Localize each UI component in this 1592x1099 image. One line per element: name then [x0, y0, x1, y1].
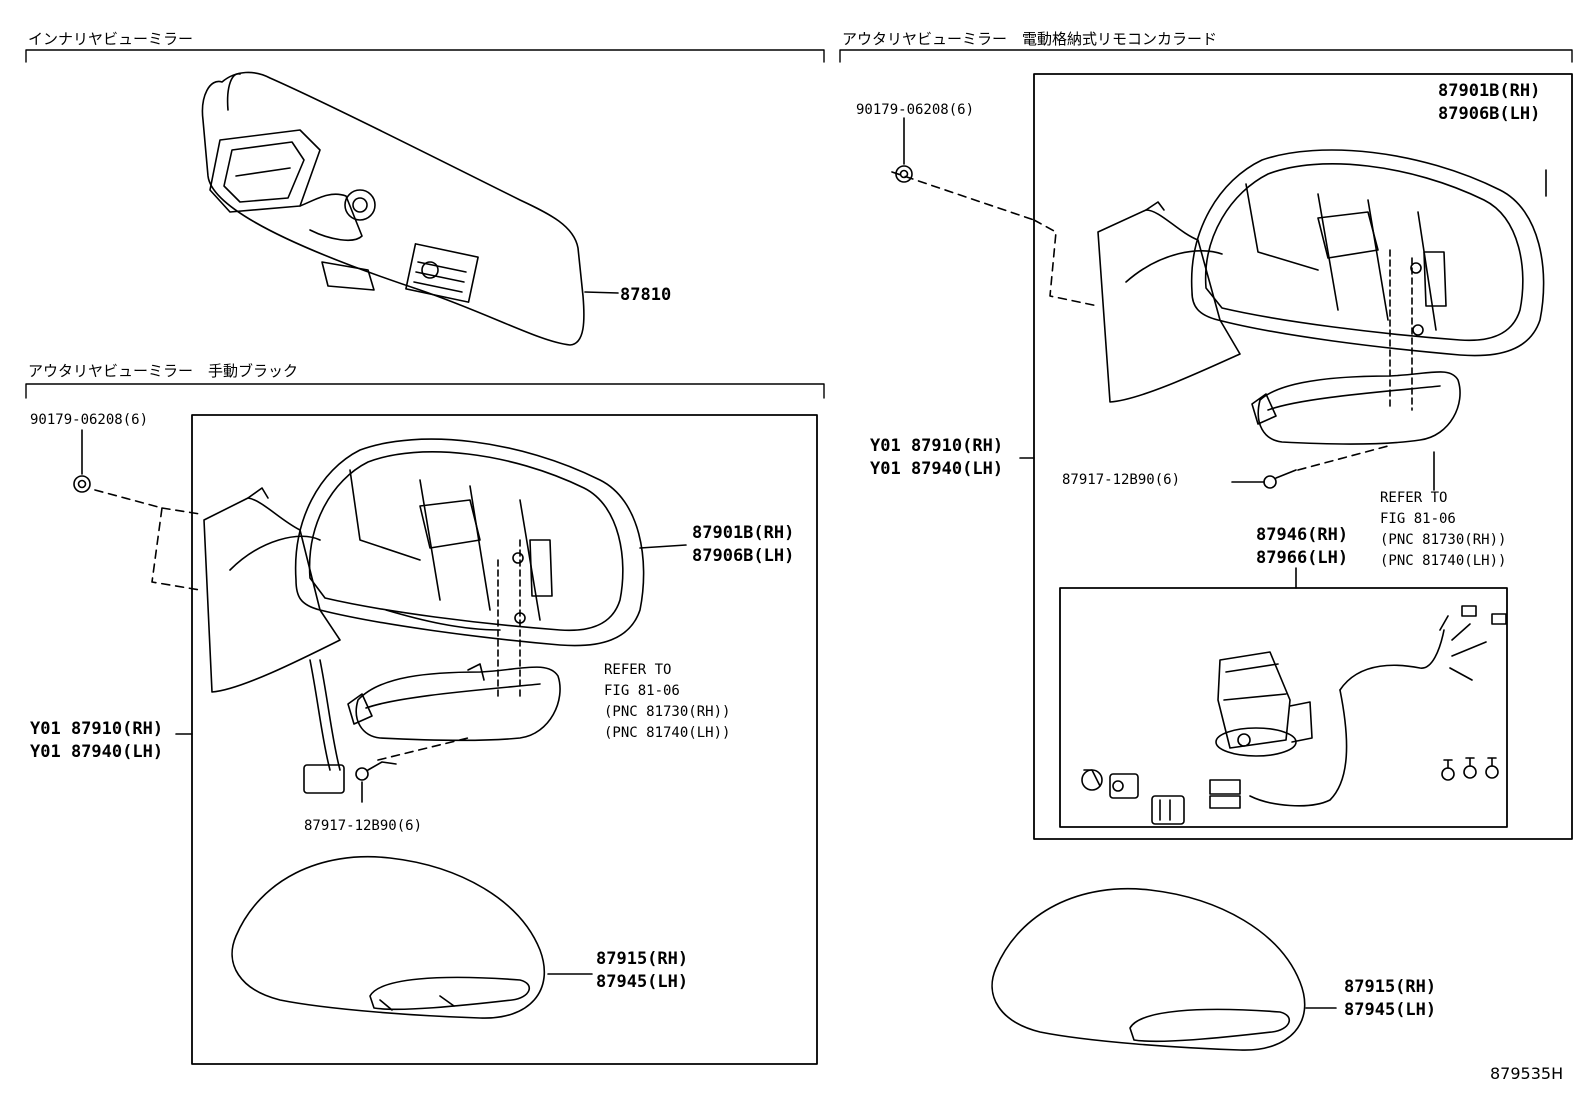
part-number-left-screw[interactable]: 90179-06208(6)	[30, 412, 149, 428]
refer-note-left: REFER TO FIG 81-06 (PNC 81730(RH)) (PNC …	[604, 660, 730, 744]
refer-line: FIG 81-06	[1380, 511, 1456, 527]
part-number-left-assy-rh[interactable]: Y01 87910(RH)	[30, 719, 164, 739]
refer-line: REFER TO	[1380, 490, 1448, 506]
part-number-left-small-screw[interactable]: 87917-12B90(6)	[304, 818, 423, 834]
part-number-left-assy-lh[interactable]: Y01 87940(LH)	[30, 742, 164, 762]
part-number-right-assy-lh[interactable]: Y01 87940(LH)	[870, 459, 1004, 479]
part-number-inner-mirror[interactable]: 87810	[620, 285, 672, 305]
part-number-right-cover-rh[interactable]: 87915(RH)	[1344, 977, 1437, 997]
refer-note-right: REFER TO FIG 81-06 (PNC 81730(RH)) (PNC …	[1380, 488, 1506, 572]
part-number-left-cover-lh[interactable]: 87945(LH)	[596, 972, 689, 992]
refer-line: (PNC 81730(RH))	[1380, 532, 1507, 548]
part-number-right-housing-rh[interactable]: 87901B(RH)	[1438, 81, 1541, 101]
part-number-left-cover-rh[interactable]: 87915(RH)	[596, 949, 689, 969]
inner-mirror-drawing	[201, 71, 619, 346]
part-number-right-assy-rh[interactable]: Y01 87910(RH)	[870, 436, 1004, 456]
group-boxes	[191, 73, 1573, 1065]
part-number-right-small-screw[interactable]: 87917-12B90(6)	[1062, 472, 1181, 488]
refer-line: (PNC 81740(LH))	[604, 725, 731, 741]
section-brackets	[25, 49, 1573, 399]
part-number-right-housing-lh[interactable]: 87906B(LH)	[1438, 104, 1541, 124]
part-number-right-screw[interactable]: 90179-06208(6)	[856, 102, 975, 118]
part-number-right-cover-lh[interactable]: 87945(LH)	[1344, 1000, 1437, 1020]
part-number-right-motor-lh[interactable]: 87966(LH)	[1256, 548, 1349, 568]
section-title-outer-manual: アウタリヤビューミラー 手動ブラック	[28, 362, 299, 380]
refer-line: FIG 81-06	[604, 683, 680, 699]
refer-line: REFER TO	[604, 662, 672, 678]
refer-line: (PNC 81730(RH))	[604, 704, 731, 720]
right-mirror-drawing	[891, 117, 1547, 1051]
part-number-left-housing-lh[interactable]: 87906B(LH)	[692, 546, 795, 566]
left-mirror-drawing	[73, 429, 687, 1019]
part-number-right-motor-rh[interactable]: 87946(RH)	[1256, 525, 1349, 545]
part-number-left-housing-rh[interactable]: 87901B(RH)	[692, 523, 795, 543]
figure-number: 879535H	[1490, 1064, 1564, 1083]
section-title-outer-remote: アウタリヤビューミラー 電動格納式リモコンカラード	[842, 30, 1218, 48]
refer-line: (PNC 81740(LH))	[1380, 553, 1507, 569]
section-title-inner-mirror: インナリヤビューミラー	[28, 30, 194, 48]
